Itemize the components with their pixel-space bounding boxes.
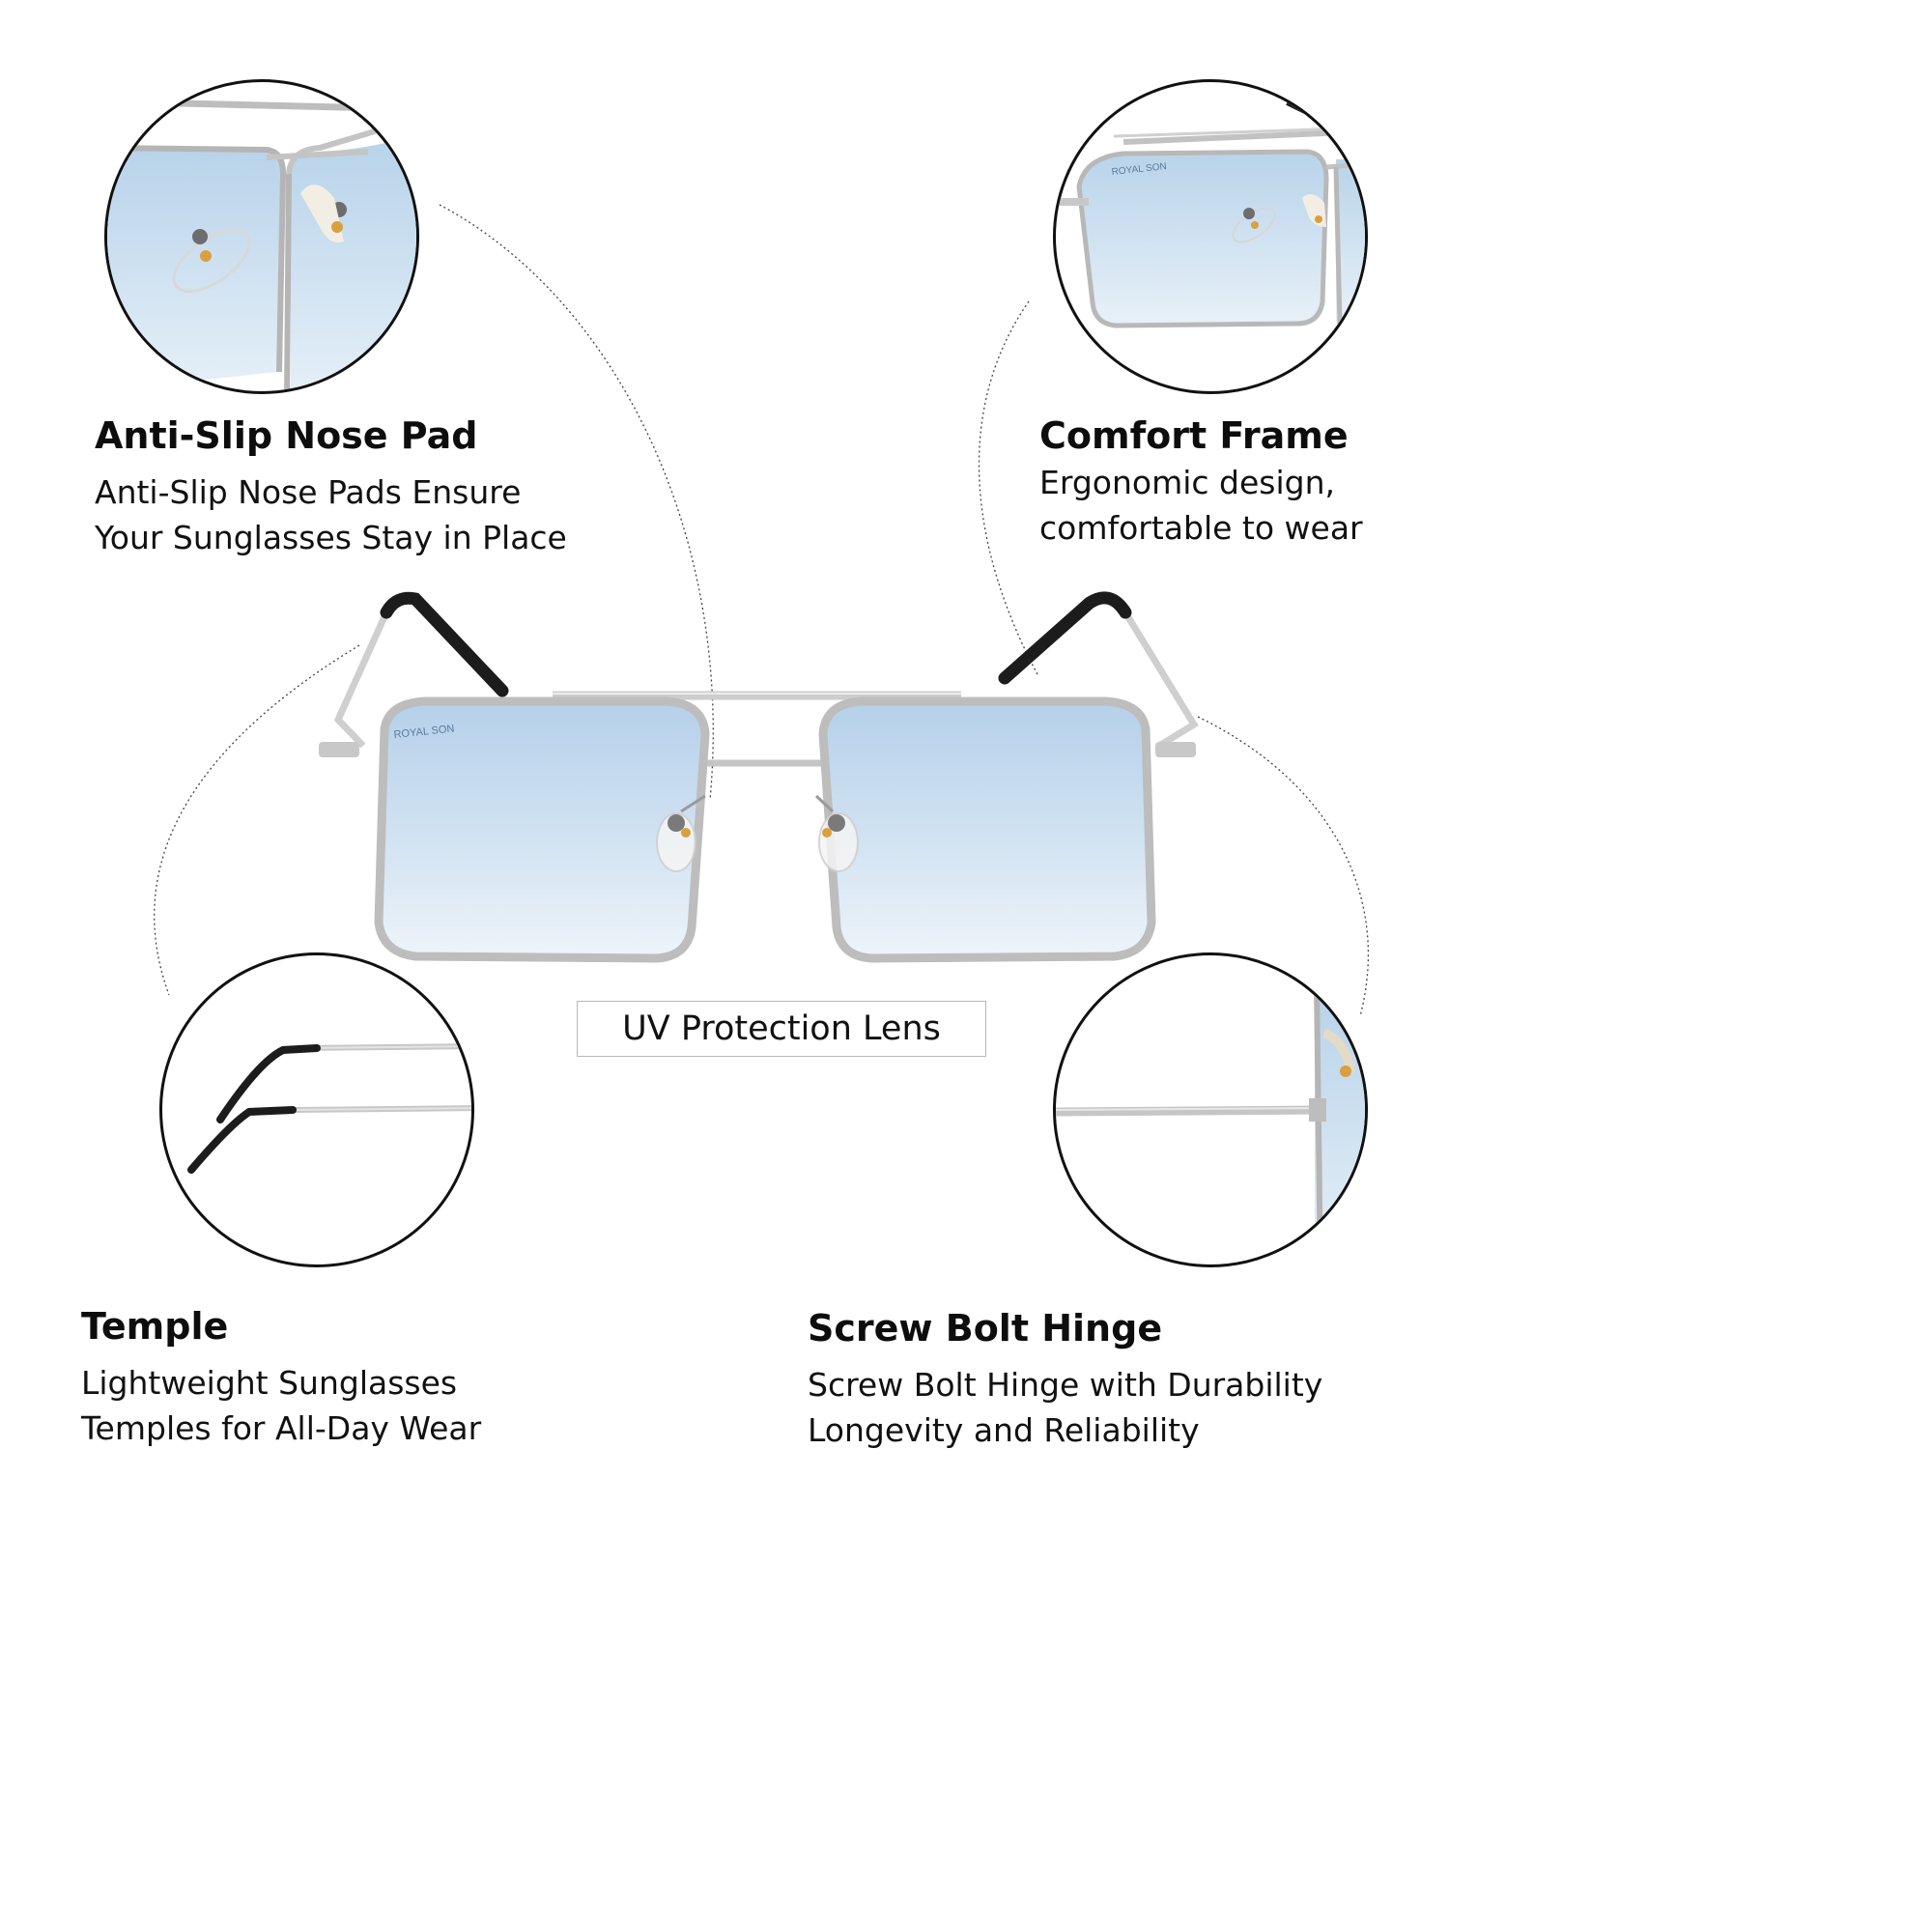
- nose-pad-zoom-image: [107, 98, 416, 391]
- feature-description-line: Longevity and Reliability: [808, 1411, 1200, 1449]
- uv-protection-lens-label: UV Protection Lens: [577, 1001, 986, 1057]
- connector-hinge: [1197, 716, 1370, 1017]
- connector-nose-pad: [439, 204, 714, 801]
- feature-title: Screw Bolt Hinge: [808, 1307, 1163, 1350]
- comfort-frame-zoom-image: ROYAL SON: [1060, 98, 1365, 328]
- temple-zoom-circle: [159, 952, 474, 1267]
- comfort-frame-zoom-circle: ROYAL SON: [1053, 79, 1368, 394]
- feature-description-line: Your Sunglasses Stay in Place: [95, 519, 567, 556]
- feature-description-line: Screw Bolt Hinge with Durability: [808, 1366, 1323, 1404]
- feature-title: Comfort Frame: [1039, 414, 1349, 457]
- left-nose-pad: [656, 794, 706, 872]
- right-temple-arm: [1122, 611, 1199, 749]
- right-temple-tip: [998, 591, 1132, 685]
- feature-description-line: Lightweight Sunglasses: [81, 1364, 458, 1402]
- left-lens: [374, 696, 710, 963]
- feature-description-line: Ergonomic design,: [1039, 464, 1335, 501]
- feature-title: Temple: [81, 1305, 229, 1348]
- feature-temple: Temple Lightweight Sunglasses Temples fo…: [81, 1302, 481, 1451]
- feature-title: Anti-Slip Nose Pad: [95, 414, 478, 457]
- hinge-zoom-circle: [1053, 952, 1368, 1267]
- left-temple-tip: [380, 591, 509, 697]
- feature-comfort-frame: Comfort Frame Ergonomic design, comforta…: [1039, 412, 1363, 551]
- feature-description-line: Anti-Slip Nose Pads Ensure: [95, 473, 522, 511]
- feature-description-line: comfortable to wear: [1039, 509, 1363, 547]
- sunglasses-product-image: ROYAL SON: [319, 591, 1199, 963]
- connector-lines: [154, 204, 1370, 1017]
- nose-pad-zoom-circle: [104, 79, 419, 394]
- right-nose-pad: [814, 794, 859, 872]
- connector-comfort-frame: [978, 300, 1039, 677]
- feature-anti-slip-nose-pad: Anti-Slip Nose Pad Anti-Slip Nose Pads E…: [95, 412, 567, 560]
- right-lens: [818, 696, 1156, 963]
- feature-description-line: Temples for All-Day Wear: [81, 1409, 482, 1447]
- temple-zoom-image: [187, 1043, 471, 1174]
- connector-temple: [154, 644, 360, 996]
- feature-screw-bolt-hinge: Screw Bolt Hinge Screw Bolt Hinge with D…: [808, 1304, 1322, 1453]
- hinge-zoom-image: [1056, 983, 1365, 1264]
- left-temple-arm: [333, 611, 390, 749]
